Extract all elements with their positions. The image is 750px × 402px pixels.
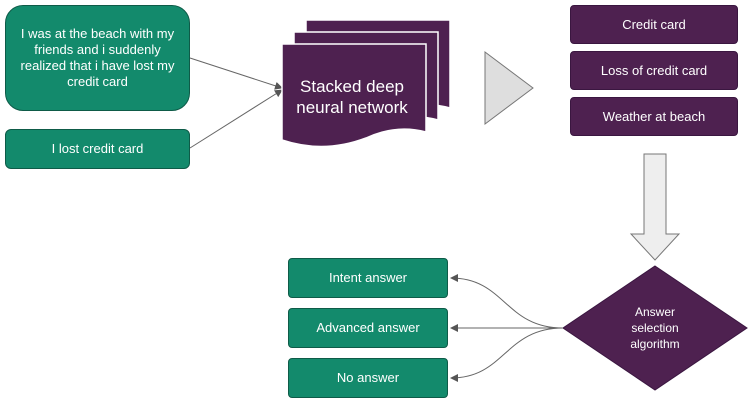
selector-label-line2: selection bbox=[631, 321, 678, 335]
model-label-line1: Stacked deep bbox=[300, 77, 404, 96]
input-query-short: I lost credit card bbox=[5, 129, 190, 169]
input-query-long: I was at the beach with my friends and i… bbox=[5, 5, 190, 111]
stacked-network-shape bbox=[281, 19, 451, 148]
class-label: Loss of credit card bbox=[600, 62, 708, 78]
answer-intent: Intent answer bbox=[288, 258, 448, 298]
class-loss-of-credit-card: Loss of credit card bbox=[570, 51, 738, 90]
connector-long-query bbox=[189, 57, 283, 90]
class-label: Credit card bbox=[622, 16, 686, 32]
input-query-long-text: I was at the beach with my friends and i… bbox=[20, 26, 175, 89]
connector-short-query bbox=[189, 89, 283, 149]
answer-selection-diamond bbox=[562, 265, 748, 391]
selector-label-line3: algorithm bbox=[630, 337, 679, 351]
class-credit-card: Credit card bbox=[570, 5, 738, 44]
down-arrow-icon bbox=[629, 153, 681, 261]
connector-no-answer bbox=[450, 327, 564, 382]
answer-label: Intent answer bbox=[328, 270, 408, 285]
answer-label: Advanced answer bbox=[316, 320, 420, 335]
flow-triangle-icon bbox=[484, 51, 534, 125]
selector-label-line1: Answer bbox=[635, 305, 675, 319]
model-label-line2: neural network bbox=[296, 98, 408, 117]
class-weather-at-beach: Weather at beach bbox=[570, 97, 738, 136]
answer-none: No answer bbox=[288, 358, 448, 398]
answer-advanced: Advanced answer bbox=[288, 308, 448, 348]
connector-intent-answer bbox=[450, 274, 564, 329]
answer-label: No answer bbox=[336, 370, 400, 385]
input-query-short-text: I lost credit card bbox=[51, 141, 144, 156]
class-label: Weather at beach bbox=[602, 108, 706, 124]
